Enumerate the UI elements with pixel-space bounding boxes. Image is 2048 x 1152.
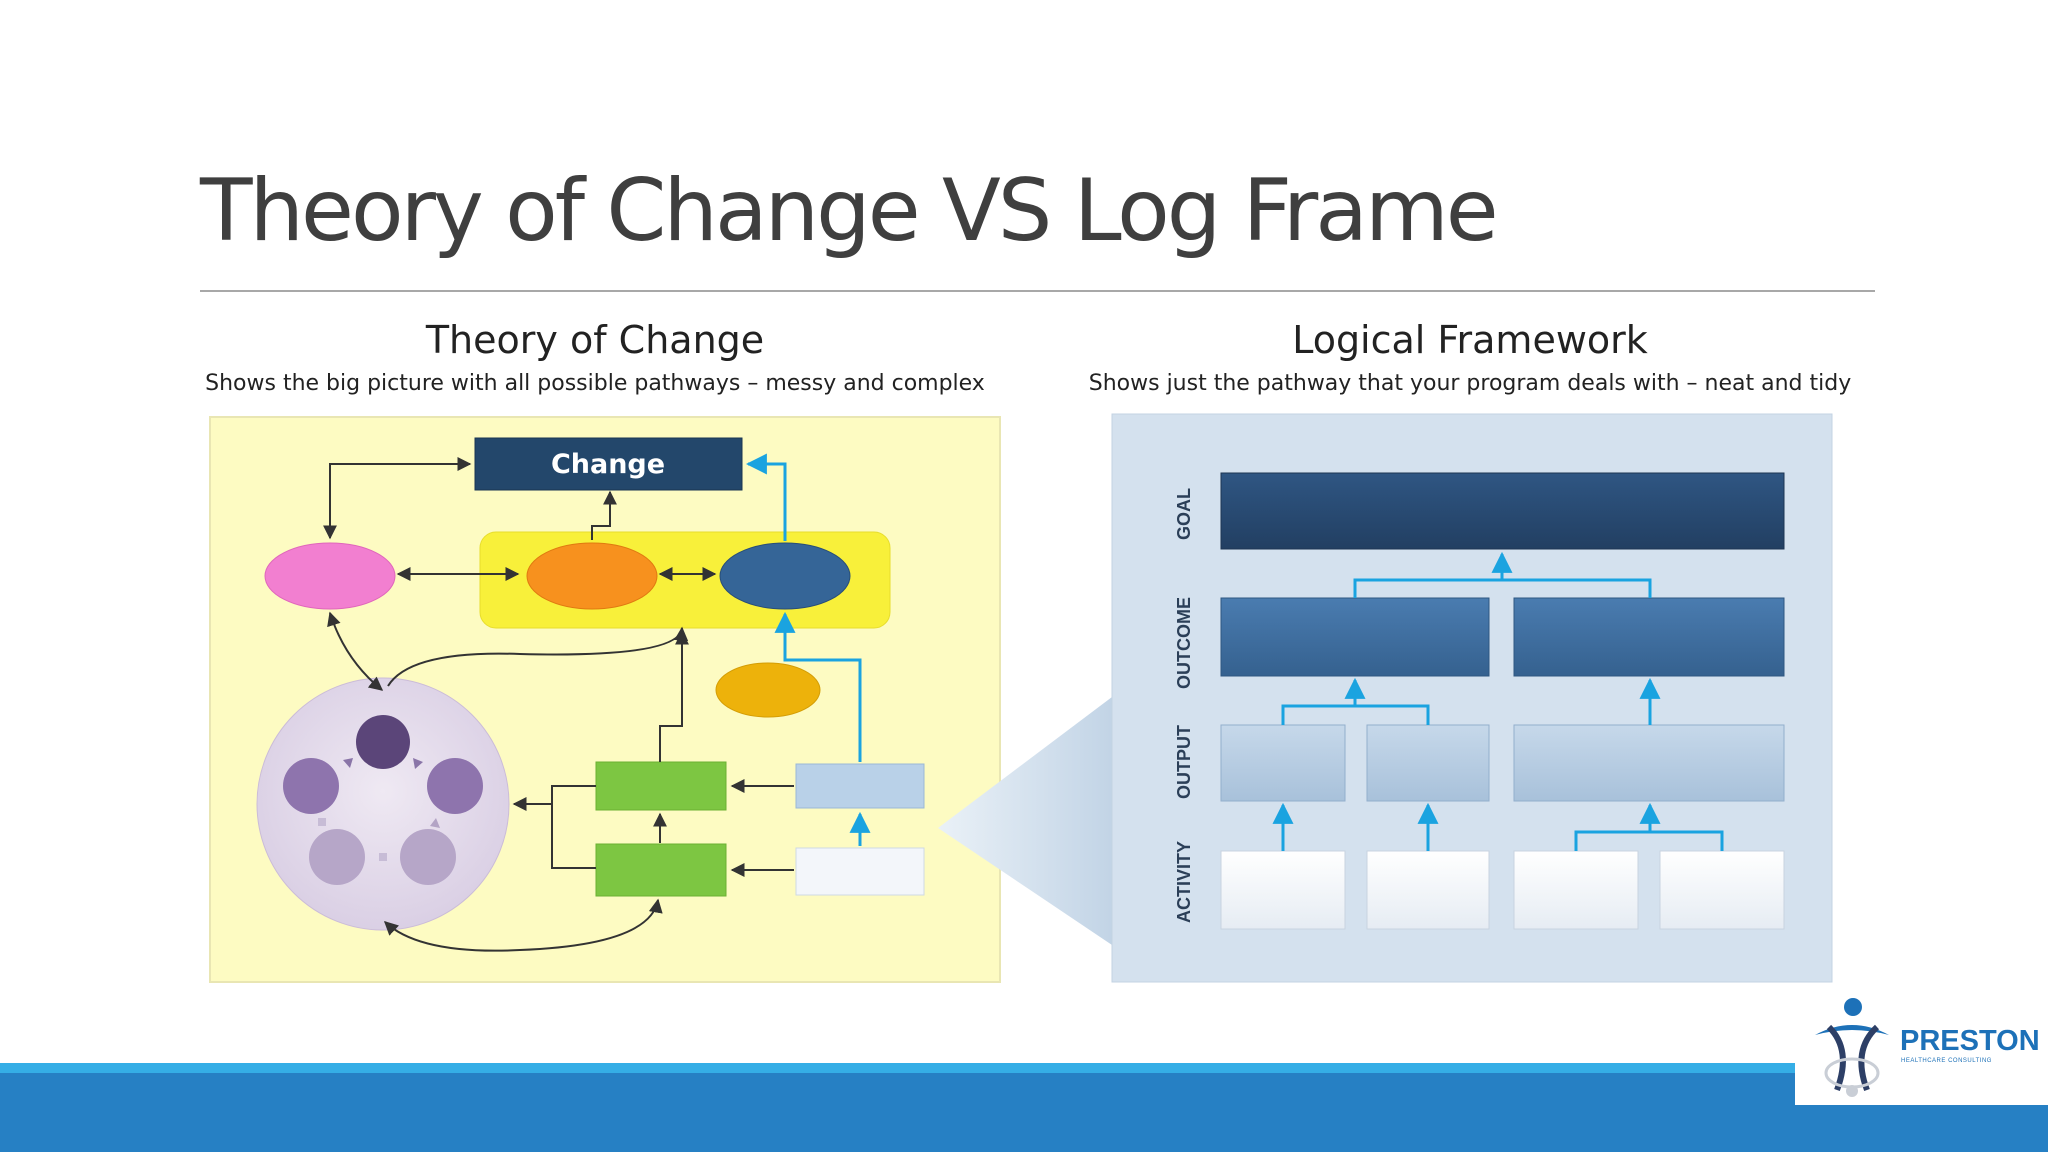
zoom-callout xyxy=(938,697,1112,945)
lf-level-activity: ACTIVITY xyxy=(1174,841,1194,923)
slide-title: Theory of Change VS Log Frame xyxy=(200,161,1499,261)
toc-green-box xyxy=(595,843,727,897)
toc-cycle-arrow xyxy=(379,853,387,861)
toc-output-box xyxy=(795,763,925,809)
logframe-panel: GOAL OUTCOME OUTPUT ACTIVITY xyxy=(1111,413,1833,983)
toc-panel: Change xyxy=(209,416,1001,983)
footer-stripe xyxy=(0,1063,2048,1073)
lf-outcome-box xyxy=(1220,597,1490,677)
toc-cycle-arrow xyxy=(318,818,326,826)
lf-output-box xyxy=(1513,724,1785,802)
toc-subheading: Shows the big picture with all possible … xyxy=(205,371,985,396)
toc-cycle-node xyxy=(427,758,483,814)
lf-level-goal: GOAL xyxy=(1174,488,1194,540)
toc-orange-node xyxy=(526,542,658,610)
toc-change-box xyxy=(474,437,743,491)
title-divider xyxy=(200,290,1875,292)
toc-gold-node xyxy=(715,662,821,718)
toc-heading: Theory of Change xyxy=(425,318,765,362)
lf-goal-box xyxy=(1220,472,1785,550)
toc-cycle-arrow xyxy=(413,758,423,769)
lf-activity-box xyxy=(1513,850,1639,930)
toc-green-box xyxy=(595,761,727,811)
toc-activity-box xyxy=(795,847,925,896)
toc-cycle-node xyxy=(356,715,410,769)
toc-cycle-node xyxy=(309,829,365,885)
logframe-subheading: Shows just the pathway that your program… xyxy=(1088,371,1852,396)
toc-cycle-node xyxy=(400,829,456,885)
toc-cycle-arrow xyxy=(343,758,353,768)
logo-name: PRESTON xyxy=(1900,1025,2040,1057)
comparison-diagram: Change xyxy=(209,413,1833,983)
toc-cycle-node xyxy=(283,758,339,814)
logframe-heading: Logical Framework xyxy=(1292,318,1648,362)
toc-pink-node xyxy=(264,542,396,610)
lf-activity-box xyxy=(1659,850,1785,930)
toc-change-label: Change xyxy=(551,449,665,480)
lf-activity-box xyxy=(1220,850,1346,930)
lf-activity-box xyxy=(1366,850,1490,930)
lf-level-output: OUTPUT xyxy=(1174,725,1194,799)
lf-output-box xyxy=(1366,724,1490,802)
toc-cycle-arrow xyxy=(430,818,440,828)
logo: PRESTON HEALTHCARE CONSULTING xyxy=(1795,985,2048,1105)
lf-output-box xyxy=(1220,724,1346,802)
lf-level-outcome: OUTCOME xyxy=(1174,597,1194,689)
logo-tagline: HEALTHCARE CONSULTING xyxy=(1901,1058,1992,1064)
footer-band xyxy=(0,1063,2048,1152)
toc-blue-node xyxy=(719,542,851,610)
lf-outcome-box xyxy=(1513,597,1785,677)
logo-figure-icon xyxy=(1815,998,1889,1097)
